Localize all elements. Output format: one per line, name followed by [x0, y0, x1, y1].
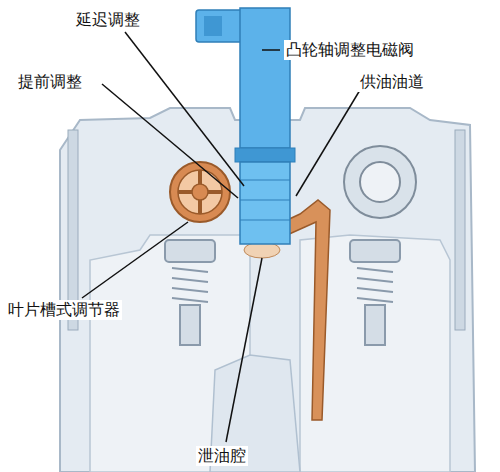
- cylinder-head: [60, 108, 475, 472]
- callout-label: 延迟调整: [74, 10, 142, 30]
- valve-train: [165, 240, 400, 345]
- callout-label: 供油油道: [358, 72, 426, 92]
- vane-adjuster: [170, 162, 230, 222]
- callout-label: 提前调整: [16, 72, 84, 92]
- exhaust-camshaft: [344, 146, 416, 218]
- leader-line: [82, 32, 360, 442]
- exhaust-camshaft: [360, 162, 400, 202]
- callout-label: 泄油腔: [196, 446, 248, 466]
- callout-label: 凸轮轴调整电磁阀: [284, 40, 416, 60]
- head-bolt: [455, 130, 465, 330]
- solenoid-valve: [196, 8, 295, 244]
- callout-label: 叶片槽式调节器: [6, 300, 122, 320]
